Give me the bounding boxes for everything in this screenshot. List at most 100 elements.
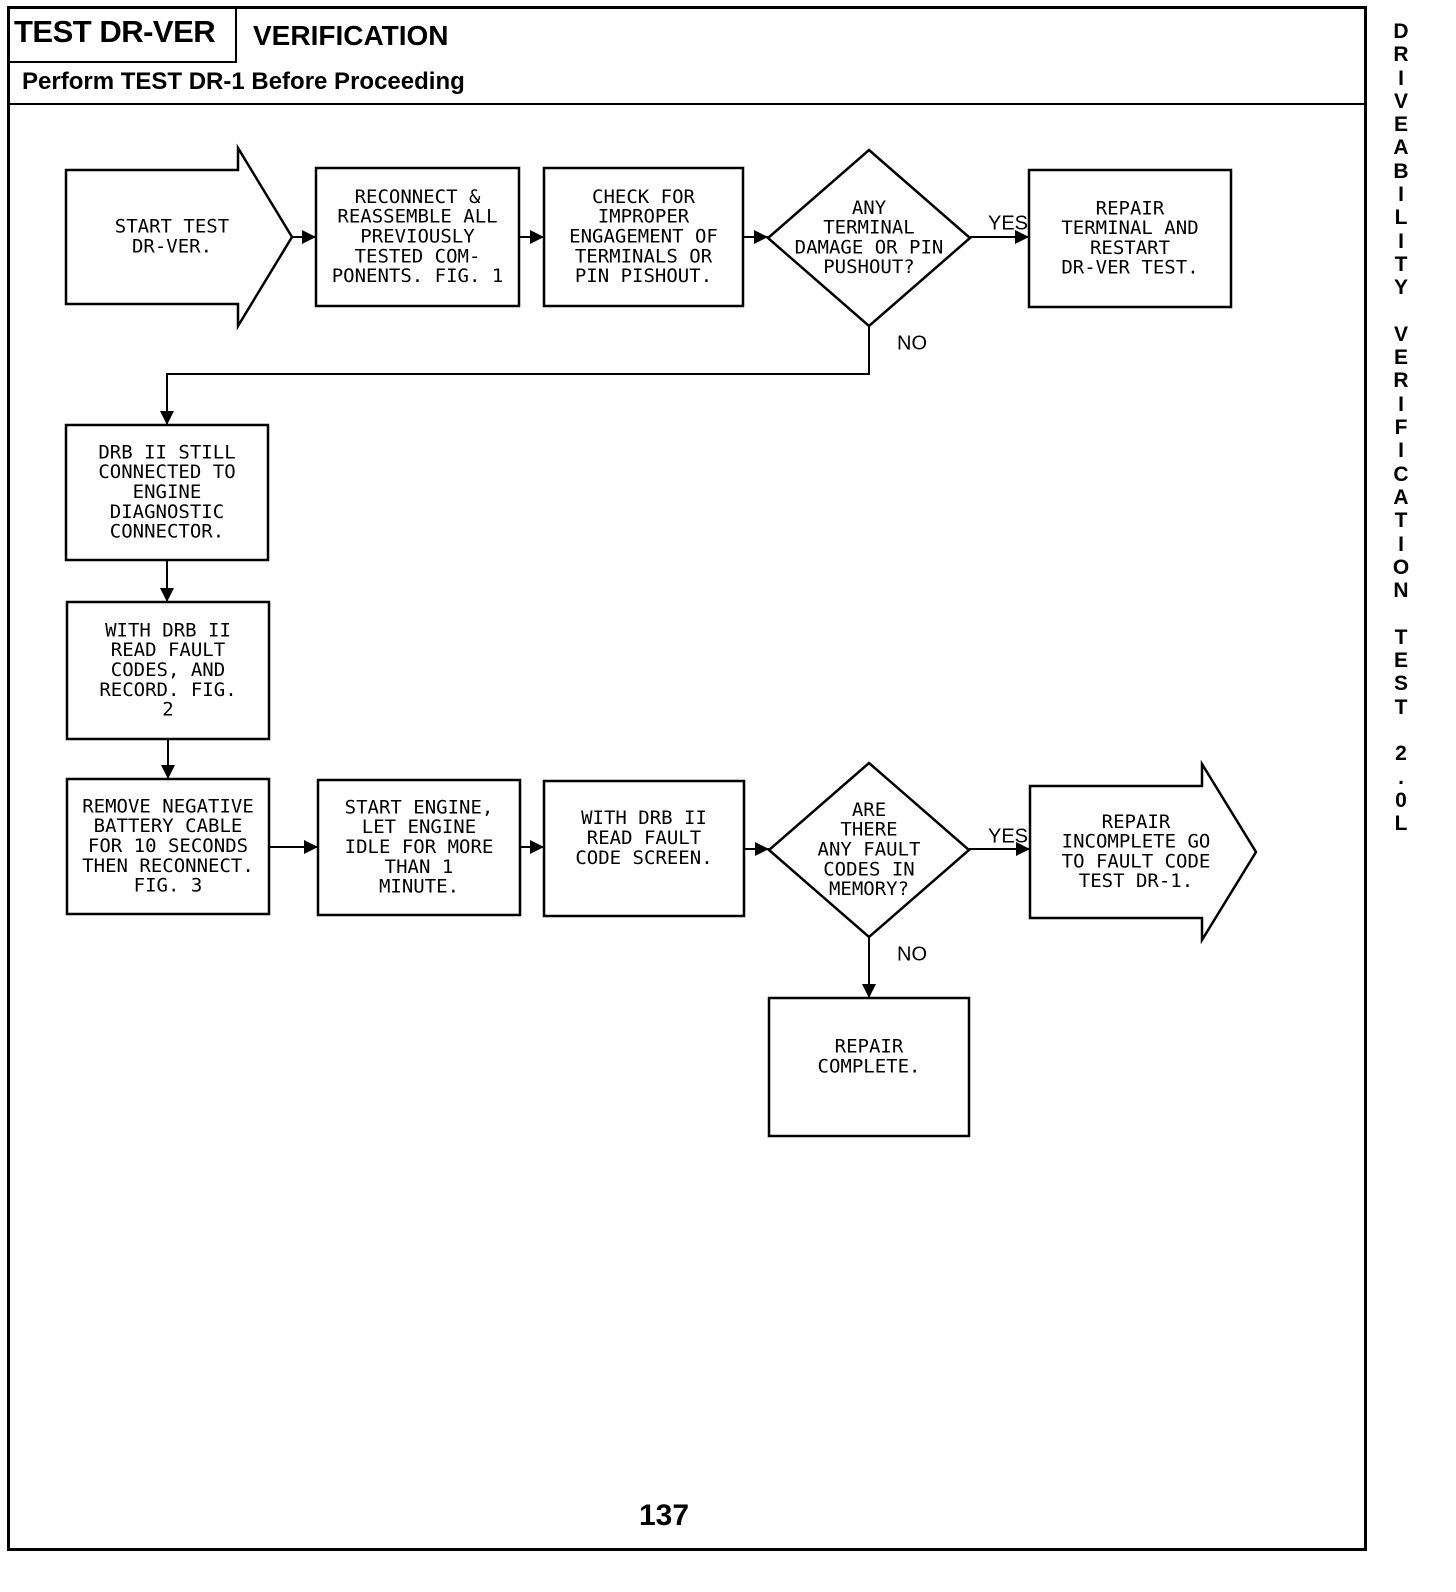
node-text-line: WITH DRB II bbox=[105, 619, 231, 641]
node-text-line: PONENTS. FIG. 1 bbox=[332, 265, 504, 287]
side-title-letter bbox=[1386, 719, 1416, 742]
side-title-letter: I bbox=[1398, 532, 1404, 556]
process-box bbox=[65, 600, 271, 741]
side-title-letter: 2 bbox=[1395, 742, 1407, 766]
node-text-line: RECORD. FIG. bbox=[99, 679, 236, 701]
side-title-letter: S bbox=[1393, 672, 1408, 696]
side-title-letter: I bbox=[1398, 229, 1404, 253]
process-box bbox=[316, 778, 522, 917]
node-text-line: START ENGINE, bbox=[345, 796, 494, 818]
side-title-letter: R bbox=[1393, 43, 1409, 67]
process-box bbox=[314, 166, 521, 308]
node-text-line: PREVIOUSLY bbox=[360, 226, 475, 248]
side-title-letter bbox=[1386, 602, 1416, 625]
page-number: 137 bbox=[638, 1499, 690, 1532]
side-title-letter: L bbox=[1394, 206, 1408, 230]
node-text-line: DR-VER TEST. bbox=[1061, 257, 1198, 279]
node-text-line: MEMORY? bbox=[829, 878, 909, 900]
side-title-letter: C bbox=[1393, 462, 1409, 486]
node-text-line: THERE bbox=[840, 819, 897, 841]
node-text-line: INCOMPLETE GO bbox=[1062, 831, 1211, 853]
node-text-line: DIAGNOSTIC bbox=[110, 501, 224, 523]
side-title-letter: O bbox=[1392, 555, 1410, 579]
connector-decision-terminal-to-drb-connected bbox=[160, 326, 870, 425]
edge-label-yes: YES bbox=[988, 212, 1028, 234]
node-text-line: PIN PISHOUT. bbox=[575, 265, 712, 287]
side-title-letter: B bbox=[1393, 159, 1409, 183]
decision-diamond bbox=[767, 761, 971, 939]
node-text-line: TERMINAL AND bbox=[1061, 217, 1198, 239]
side-title-letter: T bbox=[1394, 695, 1408, 719]
process-box bbox=[542, 779, 746, 918]
node-text-line: ENGAGEMENT OF bbox=[569, 226, 718, 248]
node-text-line: DR-VER. bbox=[132, 235, 212, 257]
node-text-line: FIG. 3 bbox=[134, 875, 203, 897]
edge-label-no: NO bbox=[897, 332, 927, 354]
node-text-line: 2 bbox=[162, 699, 173, 721]
side-title-letter: E bbox=[1393, 649, 1408, 673]
node-text-line: TO FAULT CODE bbox=[1062, 850, 1211, 872]
node-text-line: START TEST bbox=[115, 216, 229, 238]
node-text-line: ANY bbox=[852, 197, 887, 219]
node-text-line: IMPROPER bbox=[598, 206, 690, 228]
side-title-letter: N bbox=[1393, 579, 1409, 603]
side-title-letter: I bbox=[1398, 392, 1404, 416]
node-text-line: REASSEMBLE ALL bbox=[337, 206, 497, 228]
test-id: TEST DR-VER bbox=[14, 14, 216, 49]
node-text-line: CODES, AND bbox=[111, 659, 225, 681]
node-text-line: CONNECTOR. bbox=[110, 521, 224, 543]
process-box bbox=[64, 423, 270, 562]
node-text-line: DRB II STILL bbox=[98, 441, 235, 463]
node-text-line: RECONNECT & bbox=[355, 186, 481, 208]
node-text-line: THAN 1 bbox=[385, 856, 454, 878]
edge-label-yes: YES bbox=[988, 825, 1028, 847]
side-title-letter: T bbox=[1394, 252, 1408, 276]
terminal-arrow-shape bbox=[1028, 759, 1258, 945]
side-title-letter: A bbox=[1393, 485, 1409, 509]
page-subtitle: Perform TEST DR-1 Before Proceeding bbox=[22, 68, 465, 95]
node-text-line: REPAIR bbox=[1102, 811, 1171, 833]
side-title-letter: T bbox=[1394, 625, 1408, 649]
side-title-letter: T bbox=[1394, 509, 1408, 533]
node-text-line: ENGINE bbox=[133, 481, 202, 503]
side-title-letter: 0 bbox=[1395, 788, 1407, 812]
node-text-line: TERMINAL bbox=[823, 217, 915, 239]
node-text-line: READ FAULT bbox=[111, 639, 225, 661]
node-text-line: CODE SCREEN. bbox=[575, 847, 712, 869]
page-frame bbox=[7, 6, 1367, 1551]
node-text-line: CONNECTED TO bbox=[98, 461, 235, 483]
edge-label-no: NO bbox=[897, 943, 927, 965]
page-title: VERIFICATION bbox=[253, 20, 449, 51]
side-title-letter: R bbox=[1393, 369, 1409, 393]
side-title-letter: I bbox=[1398, 439, 1404, 463]
side-title-letter bbox=[1386, 300, 1416, 323]
node-text-line: DAMAGE OR PIN bbox=[795, 236, 944, 258]
side-title-letter: E bbox=[1393, 346, 1408, 370]
node-text-line: THEN RECONNECT. bbox=[82, 855, 254, 877]
side-title-letter: A bbox=[1393, 136, 1409, 160]
node-text-line: TERMINALS OR bbox=[575, 245, 713, 267]
node-text-line: ANY FAULT bbox=[818, 839, 921, 861]
node-text-line: MINUTE. bbox=[379, 876, 459, 898]
side-title-letter: I bbox=[1398, 66, 1404, 90]
node-text-line: PUSHOUT? bbox=[823, 256, 915, 278]
node-text-line: REMOVE NEGATIVE bbox=[82, 795, 254, 817]
process-box bbox=[65, 777, 271, 916]
side-title-letter: V bbox=[1393, 322, 1408, 346]
node-text-line: LET ENGINE bbox=[362, 816, 476, 838]
side-title-letter: . bbox=[1398, 765, 1404, 789]
node-text-line: RESTART bbox=[1090, 237, 1170, 259]
node-text-line: TEST DR-1. bbox=[1079, 870, 1193, 892]
process-box bbox=[1027, 168, 1233, 309]
node-text-line: CHECK FOR bbox=[592, 186, 696, 208]
